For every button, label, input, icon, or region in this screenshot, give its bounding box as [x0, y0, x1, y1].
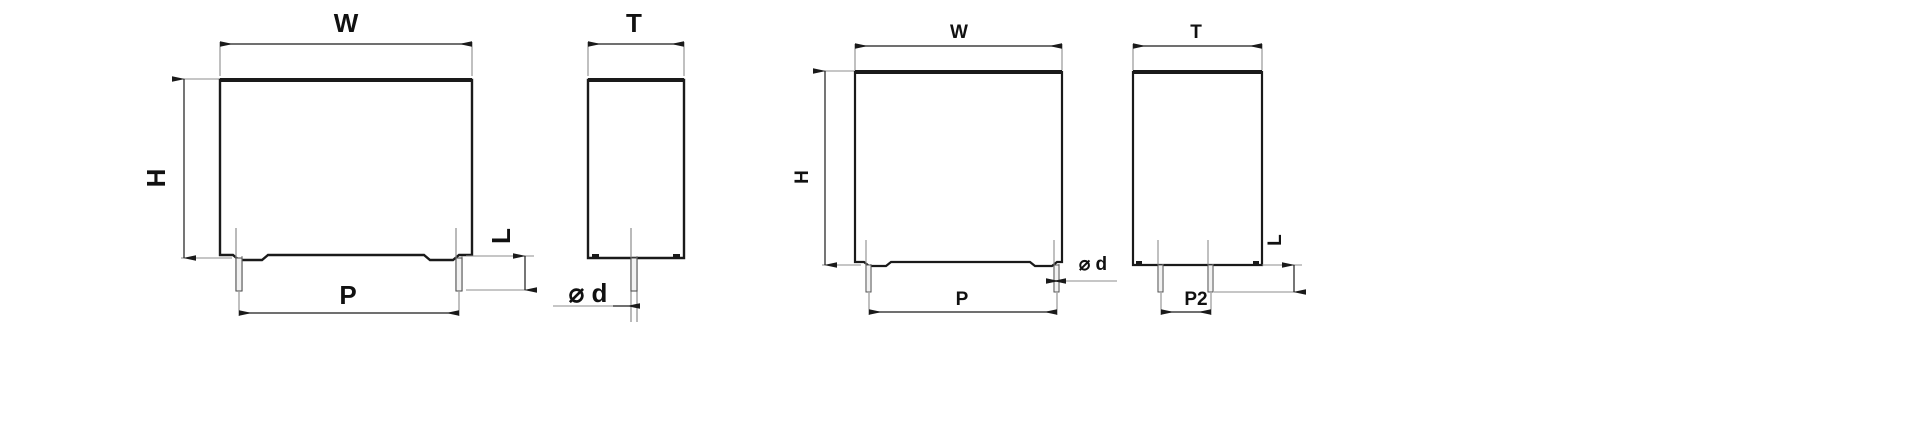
dimension-label-p2b: P2	[1184, 289, 1207, 310]
capacitor-top-cap-4	[1133, 70, 1262, 74]
dimension-label-t1: T	[626, 8, 642, 38]
dimension-label-p2: P	[956, 289, 969, 310]
capacitor-body-outline-1	[218, 78, 474, 262]
capacitor-top-cap-3	[855, 70, 1062, 74]
lead-nubs-4	[1136, 261, 1259, 265]
lead-bodies-1	[235, 257, 463, 292]
dimension-label-p1: P	[339, 280, 356, 310]
t1-extension-lines	[587, 42, 685, 76]
view-right-side: T P2	[1131, 22, 1306, 315]
dimension-label-d1: ⌀ d	[569, 278, 608, 308]
dimension-label-h1: H	[141, 169, 171, 188]
dimension-label-d2: ⌀ d	[1079, 254, 1107, 275]
capacitor-top-cap-1	[220, 78, 472, 82]
lead-bodies-2	[630, 257, 638, 292]
capacitor-body-outline-4	[1131, 70, 1264, 267]
dimension-label-t2: T	[1190, 22, 1202, 43]
view-left-front: W H	[141, 8, 537, 316]
dimension-label-h2: H	[792, 170, 813, 184]
w1-extension-lines	[219, 42, 473, 76]
capacitor-top-cap-2	[588, 78, 684, 82]
dimension-label-w2: W	[950, 22, 968, 43]
capacitor-body-outline-2	[586, 78, 686, 260]
view-right-front: W H P	[792, 22, 1117, 315]
dimension-label-l1: L	[486, 228, 516, 244]
dimension-label-l2: L	[1265, 234, 1286, 246]
dimension-label-w1: W	[334, 8, 359, 38]
capacitor-body-outline-3	[853, 70, 1064, 268]
lead-bodies-4	[1157, 264, 1214, 293]
lead-nubs-2	[592, 254, 680, 259]
view-left-side: T ⌀ d	[553, 8, 686, 322]
